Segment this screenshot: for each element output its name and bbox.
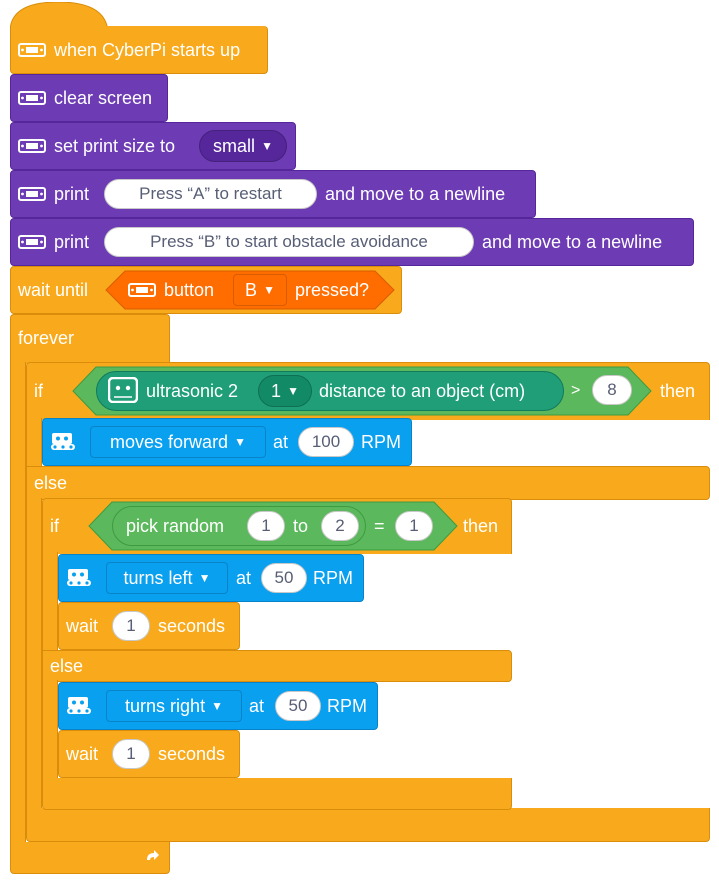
button-value: B — [245, 279, 258, 300]
wait2-input[interactable]: 1 — [112, 739, 150, 769]
eq-operator: = — [374, 516, 385, 536]
if2-else-bar — [42, 650, 512, 682]
random-from-input[interactable]: 1 — [247, 511, 285, 541]
random-to-input[interactable]: 2 — [321, 511, 359, 541]
right-rpm-input[interactable]: 50 — [275, 691, 321, 721]
loop-arrow-icon — [147, 850, 159, 860]
if1-else-arm — [26, 498, 42, 810]
wait2-label: wait — [66, 744, 99, 764]
if2-footer — [42, 778, 512, 810]
cyberpi-icon — [128, 283, 156, 297]
threshold-input[interactable]: 8 — [592, 375, 632, 405]
mbot-icon — [67, 697, 91, 714]
forward-at-label: at — [273, 432, 289, 452]
forever-block[interactable] — [10, 314, 170, 364]
forward-rpm-unit: RPM — [361, 432, 401, 452]
mbot-icon — [51, 433, 75, 450]
if2-else-arm — [42, 680, 58, 780]
print1-text-input[interactable]: Press “A” to restart — [104, 179, 317, 209]
left-action-value: turns left — [123, 567, 193, 588]
pressed-label: pressed? — [295, 280, 370, 300]
if1-arm — [26, 418, 42, 468]
if1-then-label: then — [660, 381, 696, 401]
distance-label: distance to an object (cm) — [319, 381, 526, 401]
chevron-down-icon: ▼ — [263, 283, 275, 297]
chevron-down-icon: ▼ — [261, 139, 273, 153]
clear-screen-label: clear screen — [54, 88, 153, 108]
left-action-dropdown[interactable]: turns left ▼ — [106, 562, 228, 594]
hat-cap — [10, 2, 109, 32]
cyberpi-icon — [18, 139, 46, 153]
random-to-label: to — [293, 516, 309, 536]
ultrasonic-reporter[interactable] — [96, 371, 564, 411]
if1-if-label: if — [34, 381, 43, 401]
if2-then-label: then — [463, 516, 499, 536]
chevron-down-icon: ▼ — [234, 435, 246, 449]
chevron-down-icon: ▼ — [287, 384, 299, 398]
chevron-down-icon: ▼ — [211, 699, 223, 713]
button-dropdown[interactable]: B▼ — [233, 274, 287, 306]
print-size-value: small — [213, 135, 256, 156]
left-rpm-input[interactable]: 50 — [261, 563, 307, 593]
forever-footer — [10, 842, 170, 874]
when-starts-up-block[interactable] — [10, 26, 268, 74]
if2-else-label: else — [50, 656, 84, 676]
forever-arm — [10, 362, 26, 842]
print2-label: print — [54, 232, 90, 252]
cyberpi-icon — [18, 187, 46, 201]
forever-label: forever — [18, 328, 75, 348]
when-starts-up-label: when CyberPi starts up — [54, 40, 241, 60]
right-action-dropdown[interactable]: turns right ▼ — [106, 690, 242, 722]
print2-suffix: and move to a newline — [482, 232, 663, 252]
if1-else-bar — [26, 466, 710, 500]
gt-operator: > — [571, 382, 581, 399]
left-at-label: at — [236, 568, 252, 588]
print2-text-input[interactable]: Press “B” to start obstacle avoidance — [104, 227, 474, 257]
if1-footer — [26, 808, 710, 842]
if1-else-label: else — [34, 473, 68, 493]
wait1-input[interactable]: 1 — [112, 611, 150, 641]
compare-input[interactable]: 1 — [395, 511, 433, 541]
ultrasonic-label: ultrasonic 2 — [146, 381, 239, 401]
cyberpi-icon — [18, 235, 46, 249]
left-rpm-unit: RPM — [313, 568, 353, 588]
print1-label: print — [54, 184, 90, 204]
right-action-value: turns right — [125, 695, 206, 716]
chevron-down-icon: ▼ — [198, 571, 211, 585]
forward-action-dropdown[interactable]: moves forward ▼ — [90, 426, 266, 458]
if2-arm — [42, 552, 58, 652]
wait1-label: wait — [66, 616, 99, 636]
ultrasonic-sensor-icon — [108, 377, 138, 403]
port-dropdown[interactable]: 1▼ — [258, 375, 312, 407]
cyberpi-icon — [18, 91, 46, 105]
port-value: 1 — [271, 380, 282, 401]
forward-action-value: moves forward — [110, 431, 229, 452]
wait2-unit: seconds — [158, 744, 226, 764]
wait-until-label: wait until — [18, 280, 89, 300]
pick-random-label: pick random — [126, 516, 225, 536]
mbot-icon — [67, 569, 91, 586]
wait1-unit: seconds — [158, 616, 226, 636]
print1-suffix: and move to a newline — [325, 184, 506, 204]
print-size-dropdown[interactable]: small ▼ — [199, 130, 287, 162]
cyberpi-icon — [18, 43, 46, 57]
right-rpm-unit: RPM — [327, 696, 367, 716]
if2-if-label: if — [50, 516, 59, 536]
set-print-size-label: set print size to — [54, 136, 176, 156]
forward-rpm-input[interactable]: 100 — [298, 427, 354, 457]
button-label: button — [164, 280, 215, 300]
right-at-label: at — [249, 696, 265, 716]
